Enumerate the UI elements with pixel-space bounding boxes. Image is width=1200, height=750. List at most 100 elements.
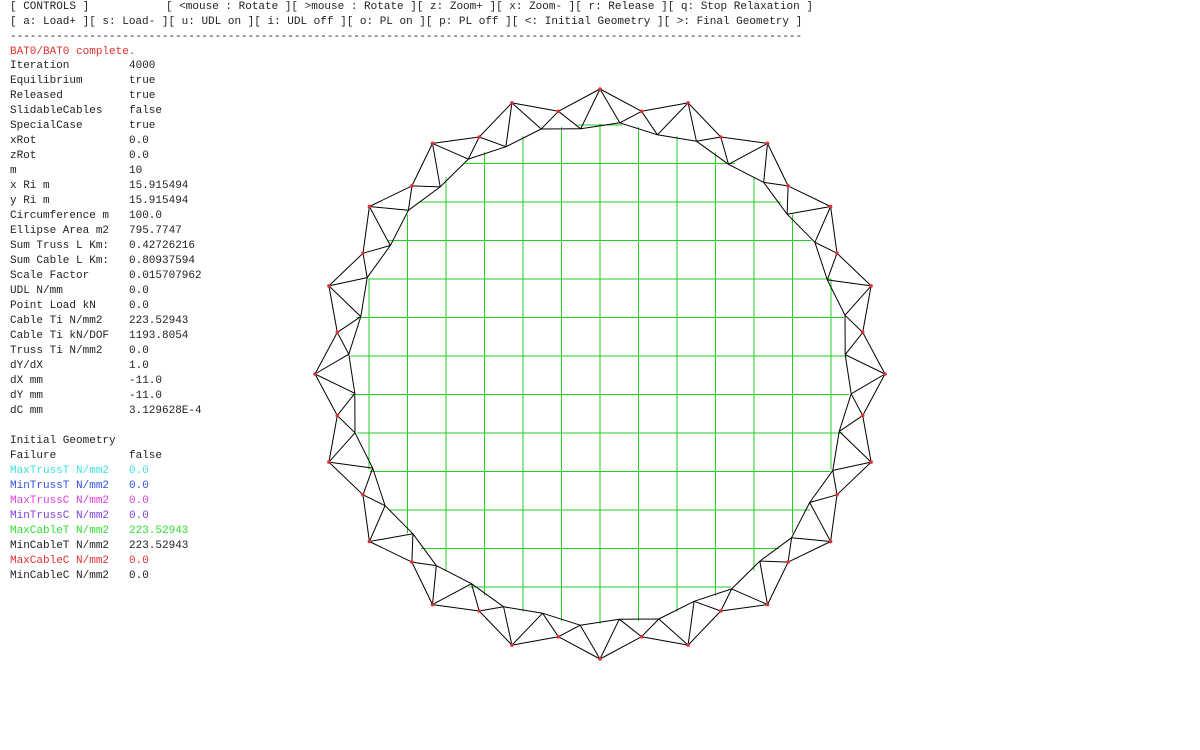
truss-member [432,565,437,605]
truss-member [787,541,831,563]
truss-member [862,415,872,463]
truss-member [599,88,642,112]
truss-member [619,110,642,124]
truss-member [827,279,872,287]
truss-member [362,253,368,278]
truss-member [432,604,480,612]
truss-member [720,136,768,144]
controls-title: [ CONTROLS ] [10,1,90,13]
param-label: SpecialCase [10,120,83,132]
node-point [786,560,790,564]
truss-member [832,431,840,471]
truss-member [360,277,368,317]
truss-member [844,332,864,356]
zoom-in-button[interactable]: [ z: Zoom+ ] [416,1,497,13]
truss-member [641,111,658,136]
param-label: Released [10,90,63,102]
truss-member [328,277,368,287]
truss-member [763,182,788,215]
param-value: 15.915494 [129,195,189,207]
param-row: Sum Cable L Km:0.80937594 [10,254,202,269]
truss-member [558,624,581,638]
load-decrease-button[interactable]: [ s: Load- ] [89,16,169,28]
final-geometry-button[interactable]: [ >: Final Geometry ] [663,16,803,28]
node-point [765,602,770,607]
truss-member [618,618,642,638]
truss-member [826,253,838,281]
truss-member [411,143,433,187]
truss-member [844,354,886,375]
param-label: SlidableCables [10,105,103,117]
param-label: Ellipse Area m2 [10,225,110,237]
node-point [828,539,833,544]
truss-member [336,415,356,434]
result-value: 0.0 [129,570,149,582]
rotate-right-mouse-button[interactable]: [ >mouse : Rotate ] [291,1,417,13]
truss-member [763,143,768,183]
truss-member [838,431,872,463]
truss-member [542,612,559,637]
release-button[interactable]: [ r: Release ] [575,1,668,13]
result-value: 223.52943 [129,540,189,552]
truss-member [314,332,338,375]
node-point [719,609,723,613]
node-point [639,109,644,114]
param-label: UDL N/mm [10,285,63,297]
param-row: dX mm-11.0 [10,374,202,389]
param-value: false [129,105,163,117]
truss-member [369,533,413,542]
truss-member [809,502,832,542]
truss-member [369,185,413,207]
param-value: 0.80937594 [129,255,196,267]
param-label: dY/dX [10,360,44,372]
truss-member [314,353,350,375]
truss-member [369,206,409,211]
param-label: zRot [10,150,37,162]
pl-on-button[interactable]: [ o: PL on ] [346,16,426,28]
result-label: MinCableC N/mm2 [10,570,110,582]
truss-member [731,560,761,590]
pl-off-button[interactable]: [ p: PL off ] [425,16,512,28]
param-row: SlidableCables false [10,104,202,119]
param-label: Circumference m [10,210,110,222]
truss-member [432,143,441,187]
truss-member [411,533,414,563]
node-point [860,413,865,418]
truss-member [511,612,543,646]
udl-off-button[interactable]: [ i: UDL off ] [254,16,347,28]
rotate-left-mouse-button[interactable]: [ <mouse : Rotate ] [166,1,292,13]
truss-member [328,415,338,463]
truss-member [599,636,642,660]
zoom-out-button[interactable]: [ x: Zoom- ] [496,1,576,13]
node-point [860,330,865,335]
truss-member [408,186,441,211]
stop-relaxation-button[interactable]: [ q: Stop Relaxation ] [667,1,813,13]
truss-member [362,206,370,254]
truss-member [337,316,362,333]
initial-geometry-button[interactable]: [ <: Initial Geometry ] [511,16,664,28]
truss-member [696,136,721,142]
result-value: 0.0 [129,510,149,522]
truss-member [348,316,362,355]
truss-member [580,618,620,626]
truss-member [832,470,838,495]
result-label: MaxCableC N/mm2 [10,555,110,567]
truss-member [314,373,338,416]
load-increase-button[interactable]: [ a: Load+ ] [10,16,90,28]
param-value: 15.915494 [129,180,189,192]
truss-member [366,245,391,278]
result-value: 0.0 [129,495,149,507]
truss-member [850,393,864,416]
param-value: -11.0 [129,390,163,402]
param-value: 0.0 [129,285,149,297]
truss-member [599,618,620,660]
result-value: 223.52943 [129,525,189,537]
param-value: true [129,75,156,87]
udl-on-button[interactable]: [ u: UDL on ] [168,16,255,28]
